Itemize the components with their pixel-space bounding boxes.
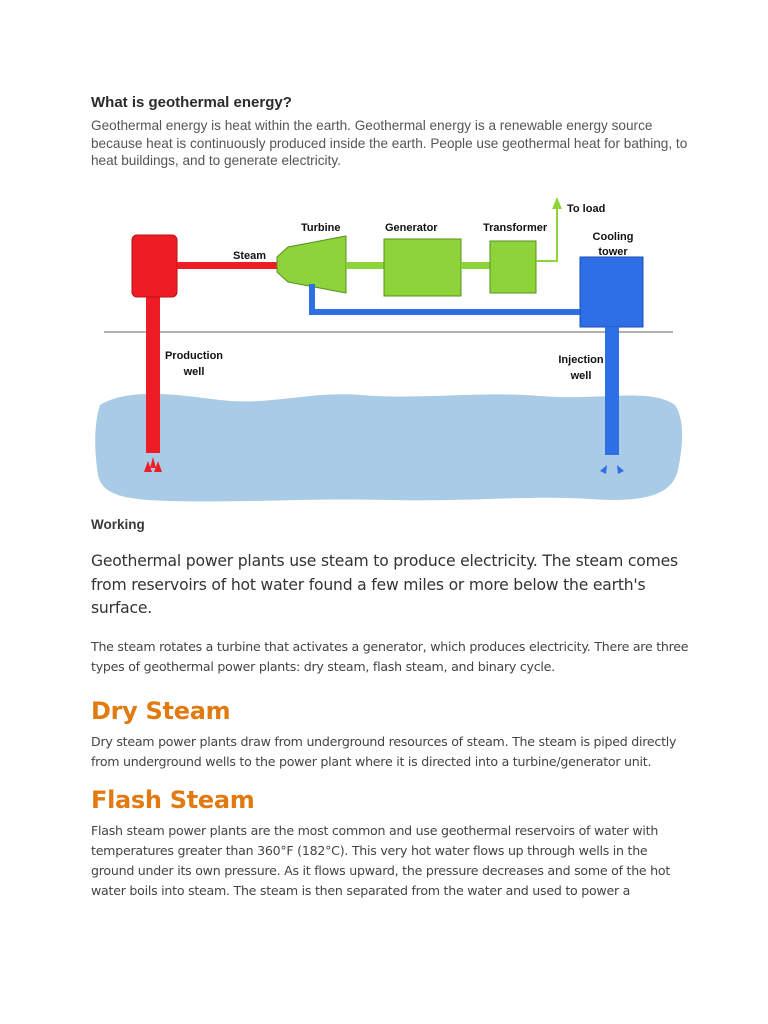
production-well-label-line2: well — [183, 366, 205, 378]
generator-label: Generator — [385, 222, 438, 234]
working-heading: Working — [91, 517, 145, 532]
production-well-pipe — [146, 295, 160, 453]
geothermal-plant-diagram: Turbine Generator Transformer To load Co… — [95, 197, 683, 502]
hot-water-reservoir — [95, 393, 683, 502]
injection-well-label-line2: well — [570, 370, 592, 382]
injection-outflow-arrows-icon — [600, 465, 624, 474]
output-power-line — [536, 208, 558, 262]
to-load-label: To load — [567, 203, 605, 215]
dry-steam-heading: Dry Steam — [91, 697, 231, 725]
steam-label: Steam — [233, 250, 266, 262]
injection-well-pipe — [605, 327, 619, 455]
transformer-box — [489, 240, 537, 294]
generator-box — [383, 238, 462, 297]
turbine-shape — [276, 235, 347, 294]
injection-well-label-line1: Injection — [558, 354, 604, 366]
intro-heading: What is geothermal energy? — [91, 94, 292, 111]
production-separator — [131, 234, 178, 298]
condensate-return-pipe — [309, 284, 582, 315]
intro-paragraph: Geothermal energy is heat within the ear… — [91, 118, 688, 168]
cooling-tower-box — [579, 256, 644, 328]
transformer-label: Transformer — [483, 222, 548, 234]
production-well-label-line1: Production — [165, 350, 223, 362]
turbine-label: Turbine — [301, 222, 341, 234]
production-intake-arrows-icon — [144, 457, 162, 472]
working-lead-paragraph: Geothermal power plants use steam to pro… — [91, 552, 678, 617]
turbine-generator-shaft — [346, 262, 384, 269]
flash-steam-heading: Flash Steam — [91, 786, 255, 814]
flash-steam-paragraph: Flash steam power plants are the most co… — [91, 823, 671, 898]
steam-pipe — [177, 262, 277, 269]
plant-types-paragraph: The steam rotates a turbine that activat… — [91, 639, 689, 674]
generator-transformer-link — [461, 262, 490, 269]
to-load-arrow-icon — [552, 197, 562, 209]
dry-steam-paragraph: Dry steam power plants draw from undergr… — [91, 734, 677, 769]
cooling-tower-label-line1: Cooling — [593, 231, 634, 243]
cooling-tower-label-line2: tower — [598, 246, 628, 258]
